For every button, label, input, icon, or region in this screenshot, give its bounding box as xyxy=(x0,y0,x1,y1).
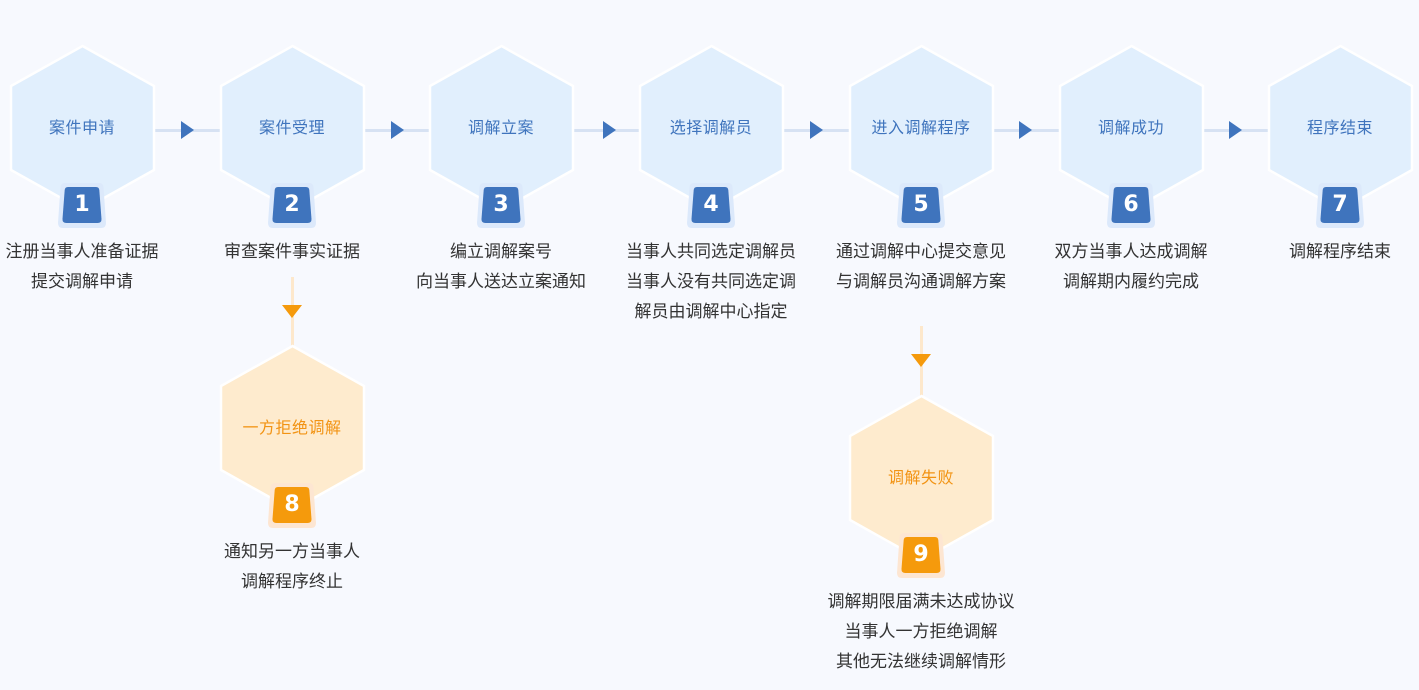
description-line: 调解期内履约完成 xyxy=(1063,272,1199,292)
step-number-badge: 3 xyxy=(477,182,525,228)
step-description: 调解程序结束 xyxy=(1235,237,1419,267)
step-title: 案件受理 xyxy=(258,118,325,137)
step-number-badge: 9 xyxy=(897,532,945,578)
step-title: 一方拒绝调解 xyxy=(242,418,342,437)
step-number-badge: 1 xyxy=(58,182,106,228)
step-description: 编立调解案号 向当事人送达立案通知 xyxy=(396,237,606,297)
step-title: 程序结束 xyxy=(1306,118,1373,137)
description-line: 向当事人送达立案通知 xyxy=(416,272,586,292)
arrow-right-icon xyxy=(391,121,404,139)
arrow-right-icon xyxy=(603,121,616,139)
hexagon: 调解立案 3 xyxy=(428,44,575,228)
hexagon: 调解失败 9 xyxy=(848,394,995,578)
hexagon: 程序结束 7 xyxy=(1267,44,1414,228)
step-description: 通知另一方当事人 调解程序终止 xyxy=(187,537,397,597)
step-title: 进入调解程序 xyxy=(871,118,971,137)
step-description: 当事人共同选定调解员 当事人没有共同选定调 解员由调解中心指定 xyxy=(606,237,816,327)
description-line: 调解期限届满未达成协议 xyxy=(827,592,1015,612)
step-number-badge: 5 xyxy=(897,182,945,228)
arrow-right-icon xyxy=(810,121,823,139)
description-line: 审查案件事实证据 xyxy=(224,242,360,262)
step-number-badge: 8 xyxy=(268,482,316,528)
step-number-badge: 6 xyxy=(1107,182,1155,228)
description-line: 解员由调解中心指定 xyxy=(634,302,788,322)
step-description: 注册当事人准备证据 提交调解申请 xyxy=(0,237,187,297)
arrow-right-icon xyxy=(1019,121,1032,139)
description-line: 与调解员沟通调解方案 xyxy=(836,272,1006,292)
arrow-down-icon xyxy=(282,305,302,318)
hexagon: 选择调解员 4 xyxy=(638,44,785,228)
step-title: 调解失败 xyxy=(887,468,954,487)
step-number-badge: 7 xyxy=(1316,182,1364,228)
description-line: 提交调解申请 xyxy=(31,272,133,292)
hexagon: 案件受理 2 xyxy=(219,44,366,228)
description-line: 其他无法继续调解情形 xyxy=(836,652,1006,672)
step-number-badge: 4 xyxy=(687,182,735,228)
arrow-down-icon xyxy=(911,354,931,367)
description-line: 双方当事人达成调解 xyxy=(1054,242,1208,262)
description-line: 通过调解中心提交意见 xyxy=(836,242,1006,262)
step-title: 调解立案 xyxy=(467,118,534,137)
step-title: 调解成功 xyxy=(1097,118,1164,137)
description-line: 通知另一方当事人 xyxy=(224,542,360,562)
description-line: 当事人没有共同选定调 xyxy=(626,272,796,292)
description-line: 当事人一方拒绝调解 xyxy=(844,622,998,642)
hexagon: 进入调解程序 5 xyxy=(848,44,995,228)
arrow-right-icon xyxy=(181,121,194,139)
hexagon: 调解成功 6 xyxy=(1058,44,1205,228)
step-description: 调解期限届满未达成协议 当事人一方拒绝调解 其他无法继续调解情形 xyxy=(816,587,1026,677)
step-description: 通过调解中心提交意见 与调解员沟通调解方案 xyxy=(816,237,1026,297)
step-description: 双方当事人达成调解 调解期内履约完成 xyxy=(1026,237,1236,297)
description-line: 调解程序终止 xyxy=(241,572,343,592)
description-line: 调解程序结束 xyxy=(1289,242,1391,262)
step-title: 案件申请 xyxy=(48,118,115,137)
description-line: 当事人共同选定调解员 xyxy=(626,242,796,262)
description-line: 注册当事人准备证据 xyxy=(5,242,159,262)
step-number-badge: 2 xyxy=(268,182,316,228)
arrow-right-icon xyxy=(1229,121,1242,139)
step-title: 选择调解员 xyxy=(669,118,753,137)
hexagon: 案件申请 1 xyxy=(9,44,156,228)
hexagon: 一方拒绝调解 8 xyxy=(219,344,366,528)
description-line: 编立调解案号 xyxy=(450,242,552,262)
step-description: 审查案件事实证据 xyxy=(187,237,397,267)
